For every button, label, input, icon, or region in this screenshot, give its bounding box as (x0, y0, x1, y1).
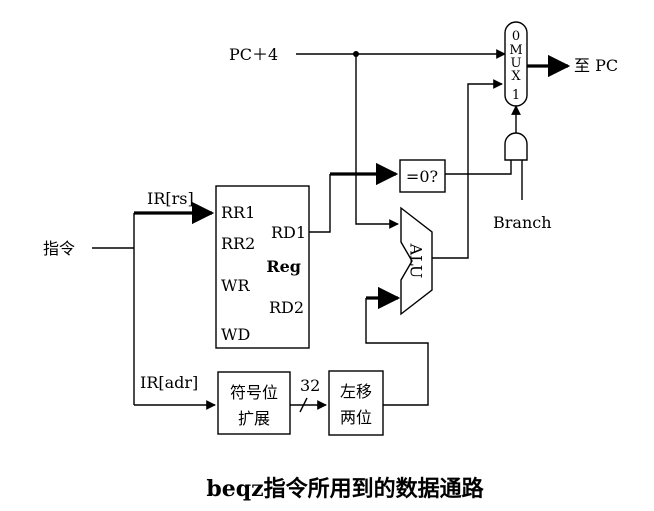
sign-extend-line1: 符号位 (230, 383, 278, 402)
register-file (215, 185, 310, 349)
alu-label: ALU (407, 243, 426, 279)
shift-left-box (328, 370, 384, 436)
mux-letter-m: M (509, 43, 522, 58)
alu (400, 206, 433, 316)
zero-test-to-and-wire (445, 160, 512, 175)
rd1-wire (309, 174, 331, 233)
mux-letter-u: U (511, 56, 522, 71)
diagram-caption: beqz指令所用到的数据通路 (206, 476, 484, 502)
alu-to-mux-wire (432, 79, 503, 259)
mux-input-1: 1 (512, 88, 520, 103)
pc-to-alu-wire (355, 54, 399, 229)
instruction-label: 指令 (43, 239, 75, 258)
branch-label: Branch (493, 213, 552, 232)
shift-left-line2: 两位 (340, 408, 372, 427)
ir-adr-label: IR[adr] (140, 373, 198, 392)
to-pc-label: 至 PC (574, 56, 618, 75)
shift-left-line1: 左移 (340, 382, 372, 401)
sign-extend-line2: 扩展 (238, 409, 270, 428)
reg-port-rr2: RR2 (221, 234, 255, 253)
reg-port-rd1: RD1 (271, 223, 306, 242)
reg-port-rd2: RD2 (269, 298, 304, 317)
reg-port-rr1: RR1 (221, 203, 255, 222)
sign-extend-box (217, 371, 291, 435)
bus-width-slash (299, 397, 308, 413)
ir-rs-label: IR[rs] (147, 189, 194, 208)
mux-letter-x: X (511, 69, 521, 84)
pc-plus-4-label: PC＋4 (229, 45, 278, 64)
and-gate (504, 132, 528, 161)
reg-port-wd: WD (221, 325, 250, 344)
bus-width-label: 32 (300, 376, 320, 395)
reg-name: Reg (266, 257, 301, 276)
shift-to-alu-wire (365, 298, 429, 406)
mux-input-0: 0 (512, 29, 520, 44)
zero-test-box (399, 159, 446, 193)
reg-port-wr: WR (221, 276, 250, 295)
zero-test-label: =0? (406, 167, 438, 186)
